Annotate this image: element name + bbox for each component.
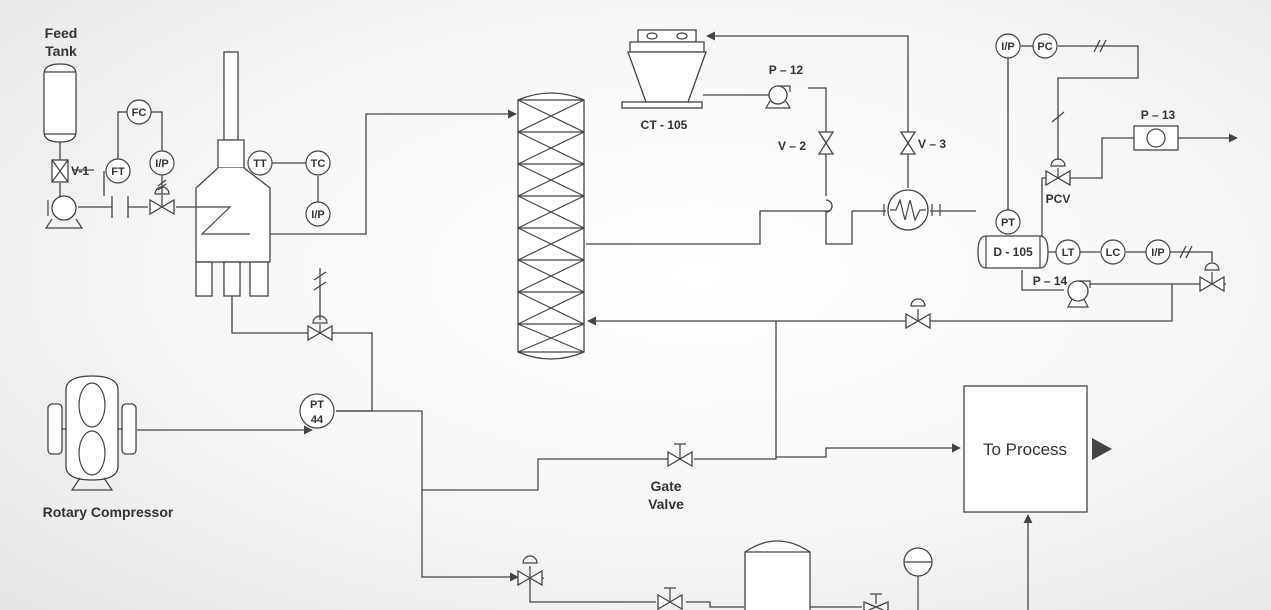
furnace <box>195 51 271 297</box>
pcv-label: PCV <box>1046 192 1071 206</box>
pc-instrument[interactable]: PC <box>1032 33 1058 59</box>
p13-label: P – 13 <box>1141 108 1176 122</box>
drum-d105[interactable] <box>977 235 1049 269</box>
ip-level-instrument[interactable]: I/P <box>1145 239 1171 265</box>
svg-text:44: 44 <box>311 414 324 426</box>
lc-instrument[interactable]: LC <box>1100 239 1126 265</box>
gate-valve[interactable] <box>667 443 693 468</box>
pcv-valve[interactable] <box>1045 158 1071 187</box>
pump-p14[interactable] <box>1067 280 1091 308</box>
feed-pump[interactable] <box>44 195 84 229</box>
p12-label: P – 12 <box>769 63 804 77</box>
svg-text:PT: PT <box>310 399 324 411</box>
pump-p12[interactable] <box>764 85 792 109</box>
ip-feed-instrument[interactable]: I/P <box>149 150 175 176</box>
ft-instrument[interactable]: FT <box>105 158 131 184</box>
bottom-control-valve[interactable] <box>517 555 543 587</box>
svg-text:I/P: I/P <box>155 158 168 170</box>
valve-v2[interactable] <box>817 131 835 155</box>
svg-text:To Process: To Process <box>983 440 1067 459</box>
d105-label: D - 105 <box>993 245 1033 259</box>
v3-label: V – 3 <box>918 137 946 151</box>
gate-valve-label-2: Valve <box>648 496 684 512</box>
pump-p13[interactable] <box>1133 125 1179 151</box>
bottom-right-valve[interactable] <box>863 593 889 610</box>
cooling-tower <box>621 29 707 109</box>
pt44-instrument[interactable]: PT 44 <box>299 393 335 429</box>
svg-text:LT: LT <box>1062 247 1075 259</box>
valve-v1-label: V-1 <box>71 164 89 178</box>
feed-tank <box>43 63 77 143</box>
tt-instrument[interactable]: TT <box>247 150 273 176</box>
v2-label: V – 2 <box>778 139 806 153</box>
svg-text:TC: TC <box>311 158 326 170</box>
svg-text:FT: FT <box>111 166 125 178</box>
signal-hash-pcv <box>1051 111 1065 123</box>
svg-text:PC: PC <box>1037 41 1052 53</box>
feed-tank-label-1: Feed <box>45 25 78 41</box>
tc-instrument[interactable]: TC <box>305 150 331 176</box>
bottom-vessel <box>744 540 811 610</box>
svg-text:PT: PT <box>1001 217 1015 229</box>
svg-text:I/P: I/P <box>311 209 324 221</box>
to-process-box[interactable]: To Process <box>963 385 1088 513</box>
to-process-arrow-icon <box>1092 438 1112 460</box>
reflux-control-valve[interactable] <box>905 298 931 330</box>
level-control-valve[interactable] <box>1199 262 1225 293</box>
distillation-column <box>517 92 585 360</box>
bottom-gauge <box>903 547 933 610</box>
furnace-bottom-valve[interactable] <box>307 271 333 342</box>
line-crossover <box>825 199 833 213</box>
valve-v1[interactable] <box>51 159 69 183</box>
feed-control-valve[interactable] <box>149 179 175 216</box>
lt-instrument[interactable]: LT <box>1055 239 1081 265</box>
gate-valve-label-1: Gate <box>650 478 681 494</box>
svg-text:I/P: I/P <box>1151 247 1164 259</box>
ip-top-instrument[interactable]: I/P <box>995 33 1021 59</box>
svg-text:LC: LC <box>1106 247 1121 259</box>
pt-drum-instrument[interactable]: PT <box>995 209 1021 235</box>
feed-tank-label-2: Tank <box>45 43 77 59</box>
svg-text:I/P: I/P <box>1001 41 1014 53</box>
p14-label: P – 14 <box>1033 274 1068 288</box>
svg-text:TT: TT <box>253 158 267 170</box>
svg-text:FC: FC <box>132 107 147 119</box>
signal-lines <box>72 45 1213 320</box>
heat-exchanger[interactable] <box>883 189 941 231</box>
bottom-gate-valve[interactable] <box>657 587 683 610</box>
ip-tc-instrument[interactable]: I/P <box>305 201 331 227</box>
ct105-label: CT - 105 <box>641 118 688 132</box>
rotary-compressor-label: Rotary Compressor <box>43 504 174 520</box>
rotary-compressor[interactable] <box>47 375 137 491</box>
signal-hash-level <box>1179 245 1193 259</box>
signal-hash-pc <box>1093 39 1107 53</box>
valve-v3[interactable] <box>899 131 917 155</box>
fc-instrument[interactable]: FC <box>126 99 152 125</box>
